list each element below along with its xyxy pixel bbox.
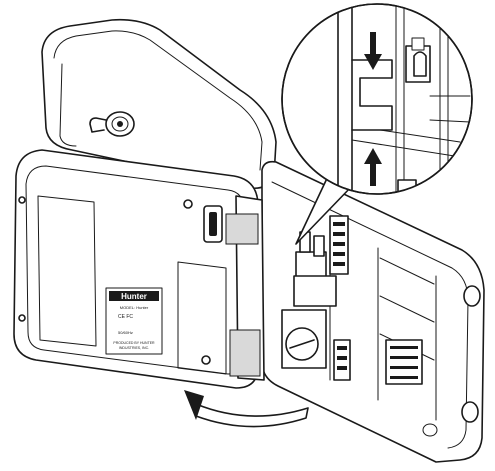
terminal-strip-lower [333,339,351,381]
label-plate: Hunter MODEL: Hunter CE FC 50/60Hz PRODU… [105,287,163,355]
outer-lid [41,18,277,190]
screw-icon [183,199,193,209]
lid-lock-knob-icon [89,111,135,137]
label-marks: CE FC [118,314,133,320]
screw-icon [201,355,211,365]
up-arrow-icon [364,148,382,186]
mounting-hole [461,401,479,423]
mounting-hole [463,285,481,307]
terminal-block [293,231,337,307]
down-arrow-icon [364,32,382,70]
label-footer-line1: PRODUCED BY HUNTER [113,341,155,345]
module-connector [385,339,423,385]
hinge-tab [225,213,259,245]
controller-faceplate: Hunter MODEL: Hunter CE FC 50/60Hz PRODU… [13,149,265,389]
screw-icon [18,314,26,322]
screw-icon [18,196,26,204]
terminal-strip-upper [329,215,349,275]
detail-magnifier [281,3,473,195]
latch-slot-icon [203,205,223,243]
label-rating-line: 50/60Hz [118,330,133,335]
controller-cabinet [261,160,485,463]
label-model-line: MODEL: Hunter [120,305,149,310]
label-brand: Hunter [121,292,147,301]
label-footer-line2: INDUSTRIES, INC. [119,346,149,350]
curved-arrow-counterclockwise [184,390,309,428]
transformer-knob [281,309,327,369]
hinge-tab [229,329,261,377]
